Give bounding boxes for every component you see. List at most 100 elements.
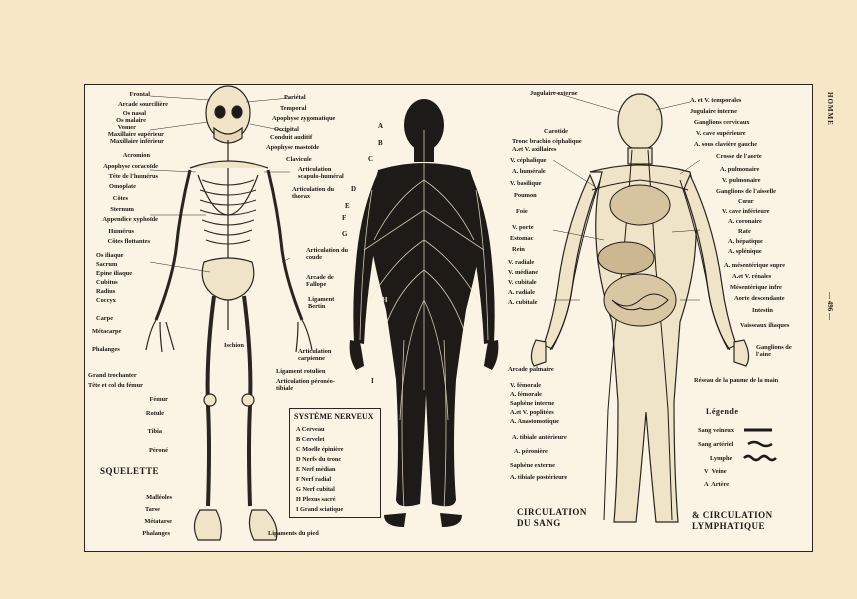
nerve-letter: F [342,215,346,222]
skel-label-left: Phalanges [100,530,170,537]
circ-label-right: Vaisseaux iliaques [740,322,789,329]
circ-label-right: Ganglions cervicaux [694,119,750,126]
skel-label-left: Tête de l'humérus [86,173,158,180]
skel-label-right: Ligament Bertin [308,296,348,310]
skel-label-left: Carpe [96,315,113,322]
circ-label-right: Cœur [738,198,754,205]
circ-label-right: Réseau de la paume de la main [694,377,778,384]
skel-label-left: Phalanges [92,346,120,353]
nervous-legend-item: I Grand sciatique [296,506,343,513]
circulation-title-right: & CIRCULATION LYMPHATIQUE [692,510,773,532]
skel-label-left: Vomer [86,124,136,131]
nervous-legend-item: H Plexus sacré [296,496,336,503]
circ-label-left: A. cubitale [508,299,537,306]
skel-label-left: Malléoles [100,494,172,501]
circ-label-left: A. radiale [508,289,535,296]
skel-label-left: Omoplate [86,183,136,190]
circ-label-left: A.et V. axillaires [512,146,556,153]
skel-label-left: Humérus [86,228,134,235]
circ-label-left: Carotide [544,128,568,135]
circ-label-left: A. tibiale antérieure [512,434,567,441]
skel-label-left: Coccyx [96,297,116,304]
circ-label-right: V. cave supérieure [696,130,746,137]
nerve-letter: B [378,140,383,147]
circ-label-right: Jugulaire interne [690,108,737,115]
circ-label-left: A. tibiale postérieure [510,474,567,481]
nerve-letter: E [345,203,350,210]
skeleton-figure [146,86,312,540]
skel-label-right: Apophyse zygomatique [272,115,335,122]
circ-label-left: V. basilique [510,180,542,187]
circ-label-left: Poumon [514,192,537,199]
circ-label-right: Rate [738,228,751,235]
nervous-legend-item: G Nerf cubital [296,486,335,493]
circ-label-right: A. et V. temporales [690,97,741,104]
circ-label-left: Tronc brachio céphalique [512,138,582,145]
circulation-legend-item: Lymphe [710,455,732,462]
circ-label-right: A. sous clavière gauche [694,141,757,148]
nervous-legend-box: SYSTÈME NERVEUX A Cerveau B Cervelet C M… [289,408,381,518]
nervous-legend-item: A Cerveau [296,426,325,433]
nerve-letter: H [382,297,387,304]
skel-label-right: Articulation carpienne [298,348,350,362]
circ-label-left: V. médiane [508,269,538,276]
circ-label-left: V. fémorale [510,382,541,389]
nervous-legend-item: E Nerf médian [296,466,336,473]
circ-label-left: A. Anastomotique [510,418,559,425]
circ-label-right: Crosse de l'aorte [716,153,762,160]
nervous-legend-item: B Cervelet [296,436,325,443]
skel-label-left: Cubitus [96,279,118,286]
skel-label-left: Métatarse [100,518,172,525]
circ-label-left: Rein [512,246,525,253]
skel-label-left: Arcade sourcilière [86,101,168,108]
skel-label-right: Articulation du coude [306,247,350,261]
circulation-legend-item: Sang veineux [698,427,734,434]
circulation-legend-item: V Veine [704,468,727,475]
skel-label-right: Apophyse mastoïde [266,144,319,151]
circ-label-left: A. péronière [514,448,548,455]
nervous-legend-item: D Nerfs du tronc [296,456,341,463]
circ-label-left: A. humérale [512,168,546,175]
skel-label-left: Acromion [86,152,150,159]
skel-label-right: Pariétal [284,94,306,101]
circ-label-left: A. fémorale [510,391,542,398]
circ-label-right: A. coronaire [728,218,762,225]
skel-label-left: Apophyse coracoïde [86,163,158,170]
circulation-legend-title: Légende [706,407,738,416]
skel-label-left: Métacarpe [92,328,121,335]
skel-label-left: Maxillaire supérieur [86,131,164,138]
circ-label-right: Aorte descendante [734,295,785,302]
skeleton-title: SQUELETTE [100,466,159,476]
skel-label-right: Articulation péronéo-tibiale [276,378,336,392]
skel-label-left: Tibia [100,428,162,435]
skel-label-left: Sternum [86,206,134,213]
circ-label-right: A. pulmonaire [720,166,759,173]
skel-label-right: Temporal [280,105,306,112]
skel-label-left: Côtes [86,195,128,202]
circ-label-right: A. mésentérique supre [724,262,785,269]
circ-label-right: Ganglions de l'aisselle [716,188,776,195]
skel-label-left: Sacrum [96,261,117,268]
circulation-title-left: CIRCULATION DU SANG [517,507,587,529]
circ-label-left: Arcade palmaire [508,366,554,373]
skel-label-left: Maxillaire inférieur [86,138,164,145]
nerve-letter: I [371,378,374,385]
circ-label-right: V. pulmonaire [722,177,760,184]
skel-label-right: Ischion [224,342,244,349]
circ-label-left: A.et V. poplitées [510,409,554,416]
circ-label-left: Foie [516,208,528,215]
circ-label-left: Saphène externe [510,462,555,469]
skel-label-left: Tête et col du fémur [88,382,143,389]
skel-label-right: Articulation scapulo-huméral [298,166,346,180]
circulation-legend-item: A Artère [704,481,729,488]
skel-label-left: Côtes flottantes [86,238,150,245]
circ-label-right: V. cave inférieure [722,208,770,215]
nervous-legend-title: SYSTÈME NERVEUX [294,412,374,421]
circ-label-left: Jugulaire externe [530,90,578,97]
circulation-legend-item: Sang artériel [698,441,733,448]
circ-label-left: V. céphalique [510,157,546,164]
nerve-letter: C [368,156,373,163]
skel-label-right: Conduit auditif [270,134,312,141]
circ-label-right: Intestin [752,307,773,314]
